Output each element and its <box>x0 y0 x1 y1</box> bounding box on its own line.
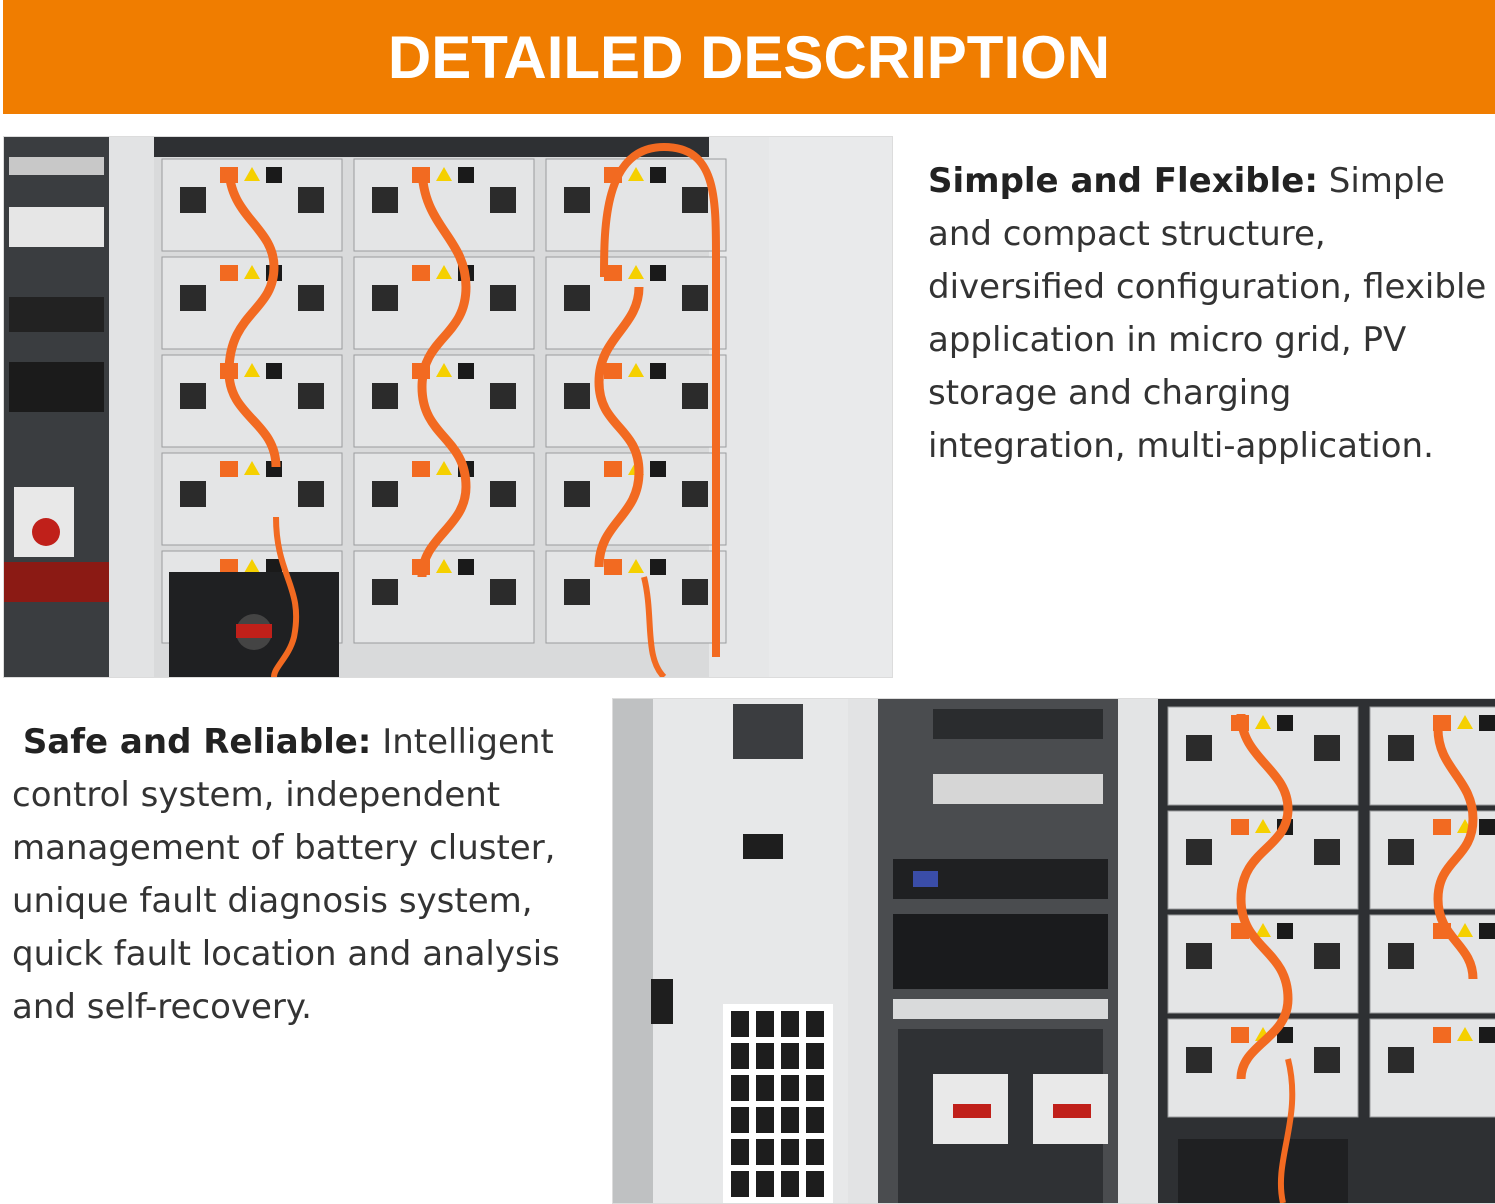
section-header: DETAILED DESCRIPTION <box>3 0 1495 114</box>
safe-reliable-text: Intelligent control system, independent … <box>12 722 560 1027</box>
section-title: DETAILED DESCRIPTION <box>387 23 1111 91</box>
safe-reliable-description: Safe and Reliable: Intelligent control s… <box>12 716 582 1034</box>
safe-reliable-heading: Safe and Reliable: <box>22 722 372 762</box>
simple-flexible-description: Simple and Flexible: Simple and compact … <box>928 155 1493 473</box>
cabinet-switchgear-illustration <box>613 699 1495 1203</box>
simple-flexible-text: Simple and compact structure, diversifie… <box>928 161 1487 466</box>
battery-cabinet-illustration <box>4 137 892 677</box>
cabinet-switchgear-photo <box>612 698 1495 1204</box>
simple-flexible-heading: Simple and Flexible: <box>928 161 1318 201</box>
battery-cabinet-photo <box>3 136 893 678</box>
